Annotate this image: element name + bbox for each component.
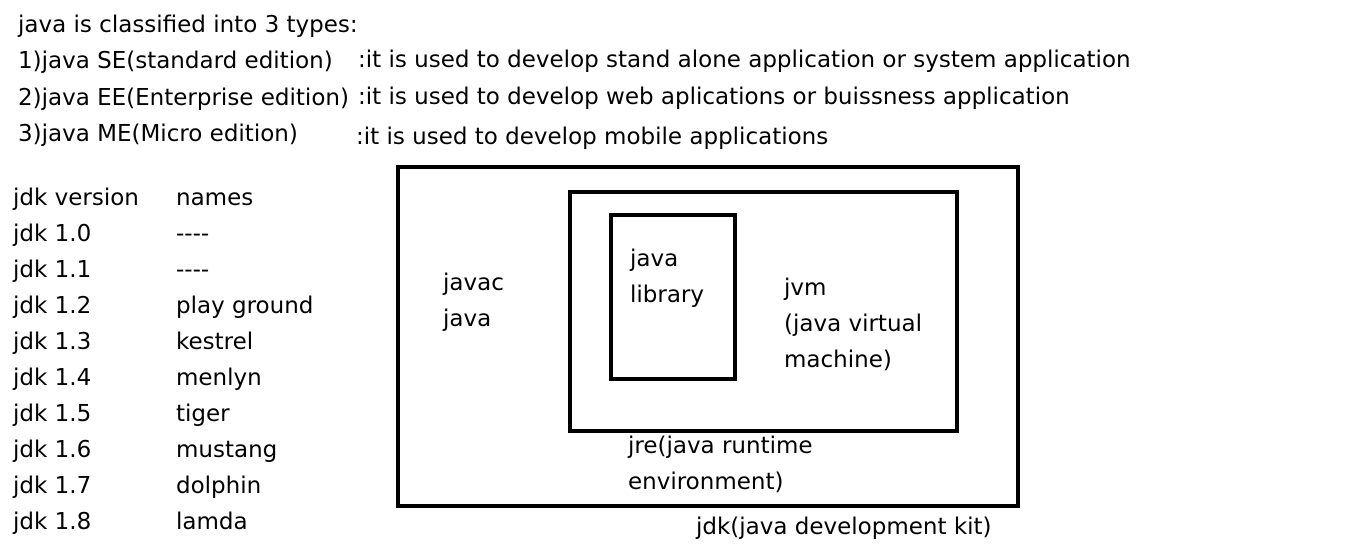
jdk-box [396, 165, 1020, 508]
row-name: ---- [176, 257, 210, 283]
row-name: lamda [176, 509, 248, 535]
table-row: jdk 1.8 lamda [13, 507, 343, 543]
table-row: jdk 1.2 play ground [13, 291, 343, 327]
row-version: jdk 1.5 [13, 401, 92, 427]
row-name: menlyn [176, 365, 262, 391]
table-row: jdk 1.1 ---- [13, 255, 343, 291]
row-version: jdk 1.0 [13, 221, 92, 247]
row-version: jdk 1.2 [13, 293, 92, 319]
table-row: jdk 1.7 dolphin [13, 471, 343, 507]
intro-heading: java is classified into 3 types: [18, 12, 358, 38]
type-ee-desc: :it is used to develop web aplications o… [358, 84, 1070, 110]
row-name: ---- [176, 221, 210, 247]
table-row: jdk 1.5 tiger [13, 399, 343, 435]
table-row: jdk 1.3 kestrel [13, 327, 343, 363]
jdk-tool-javac: javac [443, 270, 504, 296]
row-version: jdk 1.6 [13, 437, 92, 463]
library-label-line2: library [630, 282, 704, 308]
library-label-line1: java [630, 246, 679, 272]
jre-label-line2: environment) [628, 469, 784, 495]
header-names: names [176, 185, 254, 211]
jvm-label-line2: (java virtual [784, 311, 923, 337]
table-row: jdk 1.0 ---- [13, 219, 343, 255]
type-me-desc: :it is used to develop mobile applicatio… [356, 124, 829, 150]
header-version: jdk version [13, 185, 139, 211]
row-name: play ground [176, 293, 314, 319]
row-version: jdk 1.8 [13, 509, 92, 535]
jre-box [568, 190, 959, 433]
jvm-label-line1: jvm [784, 275, 827, 301]
jdk-label: jdk(java development kit) [696, 514, 992, 540]
table-row: jdk 1.6 mustang [13, 435, 343, 471]
row-version: jdk 1.1 [13, 257, 92, 283]
row-name: mustang [176, 437, 278, 463]
jvm-label-line3: machine) [784, 347, 892, 373]
type-se-desc: :it is used to develop stand alone appli… [358, 47, 1131, 73]
type-se-name: 1)java SE(standard edition) [18, 48, 333, 74]
table-row: jdk 1.4 menlyn [13, 363, 343, 399]
type-me-name: 3)java ME(Micro edition) [18, 121, 298, 147]
row-name: kestrel [176, 329, 254, 355]
jdk-tool-java: java [443, 306, 492, 332]
java-library-box [609, 213, 737, 381]
type-ee-name: 2)java EE(Enterprise edition) [18, 85, 349, 111]
row-name: dolphin [176, 473, 262, 499]
row-version: jdk 1.7 [13, 473, 92, 499]
jre-label-line1: jre(java runtime [628, 433, 813, 459]
row-name: tiger [176, 401, 230, 427]
table-header: jdk version names [13, 183, 343, 219]
row-version: jdk 1.3 [13, 329, 92, 355]
row-version: jdk 1.4 [13, 365, 92, 391]
